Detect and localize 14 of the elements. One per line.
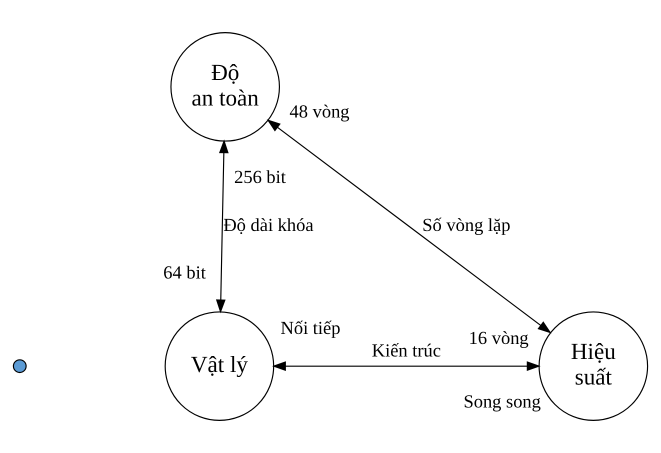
node-circle (12, 359, 27, 374)
edge-label: Độ dài khóa (223, 214, 314, 235)
node-label: 256 bit (234, 166, 286, 187)
edge-label: Số vòng lặp (422, 214, 510, 235)
node-label: 16 vòng (468, 328, 529, 348)
edge-label: Kiến trúc (372, 340, 441, 361)
node-label: 64 bit (163, 262, 206, 283)
arrow (216, 139, 229, 314)
node-circle: Vật lý (164, 311, 274, 421)
node-label: Song song (463, 391, 541, 412)
arrow (266, 119, 552, 334)
arrow (272, 361, 541, 371)
node-label: 48 vòng (290, 101, 350, 122)
node-label: Nối tiếp (280, 318, 340, 338)
